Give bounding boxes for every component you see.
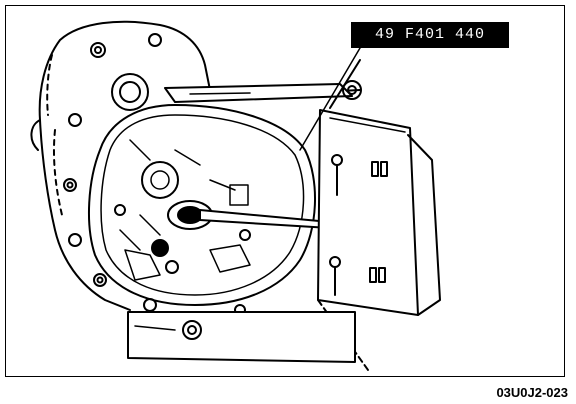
tool-support-plate xyxy=(317,109,441,371)
illustration-frame xyxy=(5,5,565,377)
special-tool-bar xyxy=(199,209,331,229)
lower-bracket xyxy=(127,311,356,363)
special-tool-part-number: 49 F401 440 xyxy=(351,22,509,48)
callout-leader xyxy=(299,47,361,151)
case-bolt-bosses xyxy=(63,33,246,316)
main-shaft-bore xyxy=(141,161,179,199)
inner-flange-rim xyxy=(88,104,317,306)
transaxle-case-outline xyxy=(30,20,361,311)
upper-boss xyxy=(111,73,149,111)
special-tool-bracket xyxy=(164,59,362,109)
figure-code: 03U0J2-023 xyxy=(496,385,568,400)
